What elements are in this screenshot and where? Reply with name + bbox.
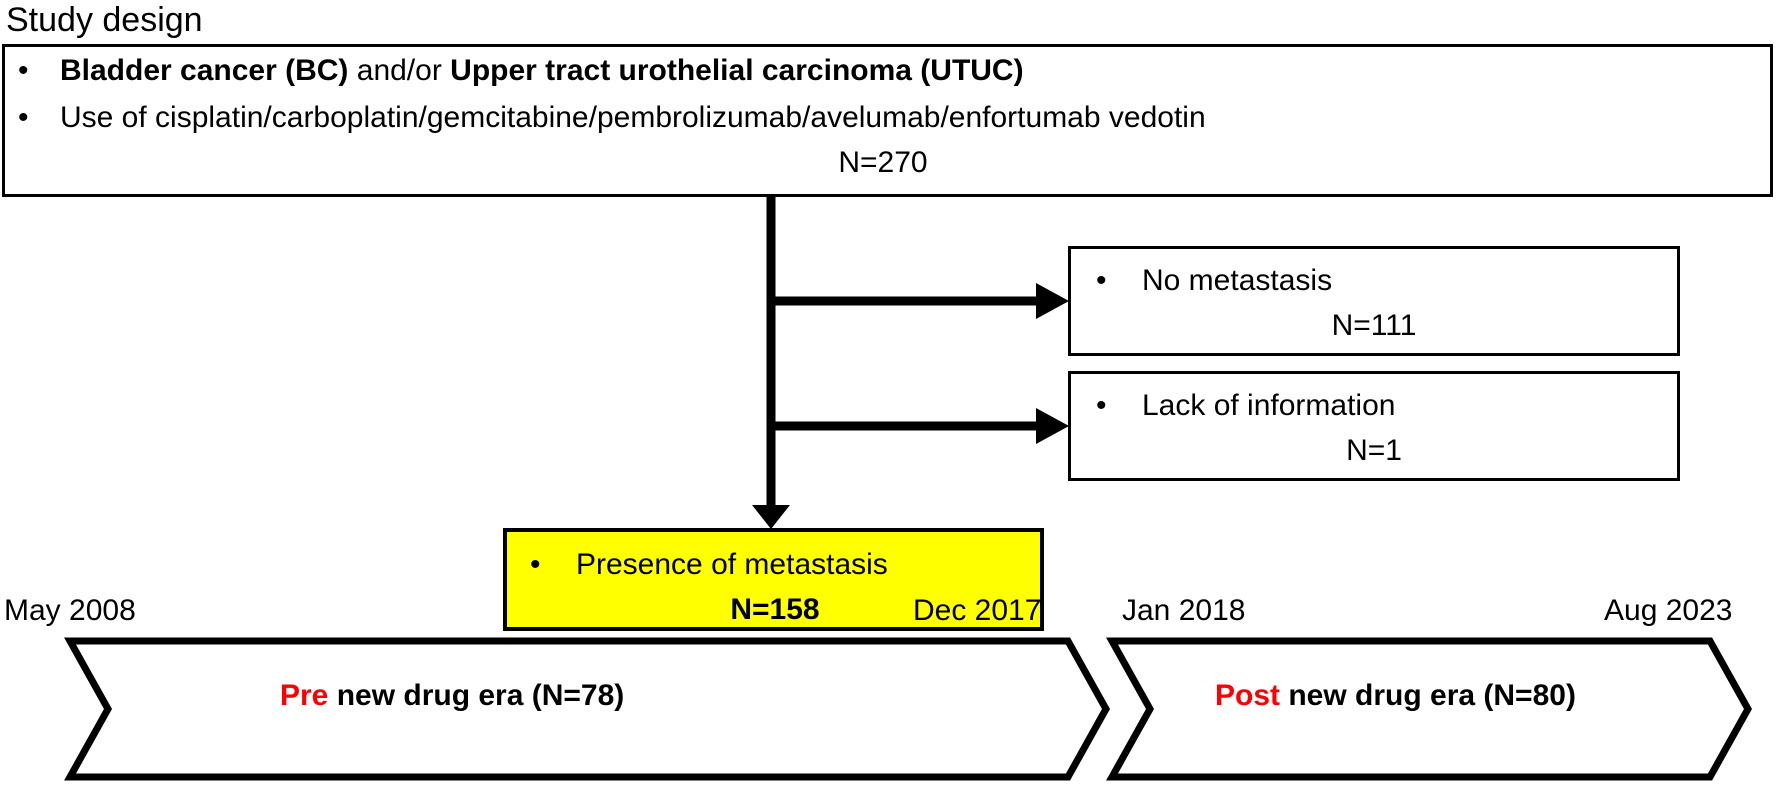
branch-arrowhead-no-metastasis [1036, 283, 1069, 319]
bullet-icon: • [1096, 389, 1107, 422]
cohort-box [2, 44, 1773, 197]
cohort-bullet-1-seg-1: and/or [348, 54, 451, 87]
timeline-rest-post: new drug era (N=80) [1280, 679, 1576, 712]
page-title: Study design [6, 1, 203, 39]
lack-of-information-bullet: • Lack of information [1096, 391, 1395, 421]
presence-of-metastasis-box [503, 528, 1044, 631]
branch-arrowhead-lack-of-information [1036, 408, 1069, 444]
lack-of-information-count: N=1 [1346, 434, 1402, 467]
cohort-bullet-2-text: Use of cisplatin/carboplatin/gemcitabine… [60, 101, 1206, 134]
timeline-text-post: Post new drug era (N=80) [1215, 681, 1576, 711]
bullet-icon: • [530, 548, 541, 581]
no-metastasis-bullet: • No metastasis [1096, 266, 1332, 296]
timeline-keyword-post: Post [1215, 679, 1281, 712]
presence-of-metastasis-bullet: • Presence of metastasis [530, 550, 888, 580]
cohort-bullet-1: • Bladder cancer (BC) and/or Upper tract… [18, 56, 1024, 86]
cohort-bullet-1-seg-2: Upper tract urothelial carcinoma (UTUC) [450, 54, 1024, 87]
cohort-bullet-2: • Use of cisplatin/carboplatin/gemcitabi… [18, 103, 1206, 133]
timeline-text-pre: Pre new drug era (N=78) [280, 681, 624, 711]
timeline-rest-pre: new drug era (N=78) [328, 679, 625, 712]
timeline-end-label-pre: Dec 2017 [913, 594, 1042, 627]
bullet-icon: • [18, 54, 29, 87]
presence-of-metastasis-count: N=158 [730, 593, 820, 626]
no-metastasis-box [1068, 246, 1680, 356]
timeline-end-label-post: Aug 2023 [1604, 594, 1733, 627]
bullet-icon: • [1096, 264, 1107, 297]
cohort-bullet-1-seg-0: Bladder cancer (BC) [60, 54, 349, 87]
timeline-start-label-post: Jan 2018 [1122, 594, 1246, 627]
no-metastasis-label: No metastasis [1142, 264, 1333, 297]
timeline-start-label-pre: May 2008 [4, 594, 136, 627]
timeline-keyword-pre: Pre [280, 679, 329, 712]
cohort-count: N=270 [838, 146, 928, 179]
bullet-icon: • [18, 101, 29, 134]
down-arrowhead [752, 505, 790, 529]
lack-of-information-label: Lack of information [1142, 389, 1396, 422]
lack-of-information-box [1068, 371, 1680, 481]
presence-of-metastasis-label: Presence of metastasis [576, 548, 888, 581]
no-metastasis-count: N=111 [1331, 309, 1417, 342]
